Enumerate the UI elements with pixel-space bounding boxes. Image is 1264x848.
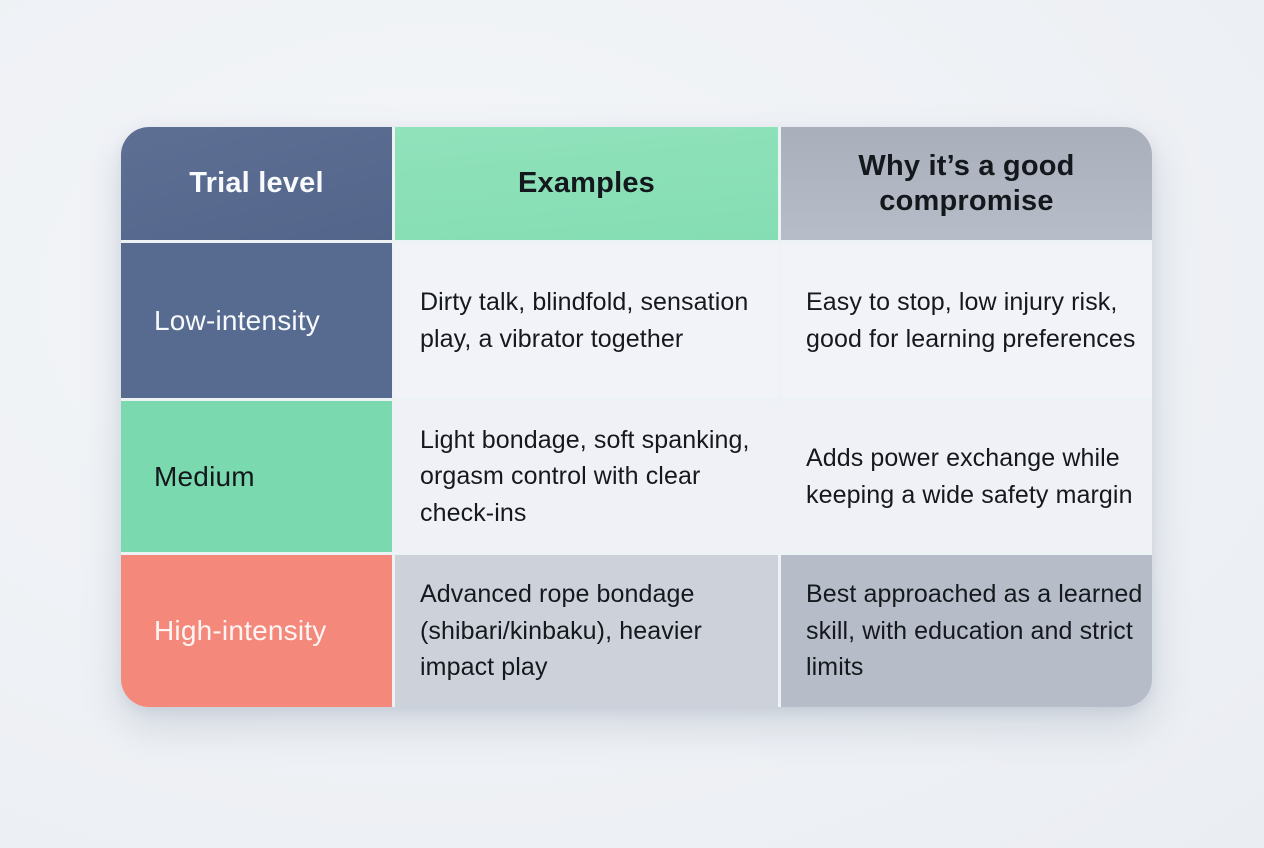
header-label-examples: Examples bbox=[517, 167, 655, 199]
header-label-why-compromise: Why it’s a good compromise bbox=[858, 149, 1075, 217]
row-low-why-text: Easy to stop, low injury risk, good for … bbox=[806, 288, 1136, 353]
row-medium-why-text: Adds power exchange while keeping a wide… bbox=[806, 444, 1133, 509]
row-low-level-label: Low-intensity bbox=[154, 304, 321, 336]
row-medium-level-cell: Medium bbox=[121, 401, 392, 552]
header-cell-trial-level: Trial level bbox=[121, 127, 392, 240]
header-cell-examples: Examples bbox=[395, 127, 778, 240]
row-low-level-cell: Low-intensity bbox=[121, 243, 392, 398]
row-medium-level-label: Medium bbox=[154, 460, 255, 492]
row-high-examples-cell: Advanced rope bondage (shibari/kinbaku),… bbox=[395, 555, 778, 707]
row-high-examples-text: Advanced rope bondage (shibari/kinbaku),… bbox=[420, 580, 702, 682]
row-low-examples-text: Dirty talk, blindfold, sensation play, a… bbox=[420, 288, 749, 353]
row-high-why-text: Best approached as a learned skill, with… bbox=[806, 580, 1143, 682]
row-high-level-cell: High-intensity bbox=[121, 555, 392, 707]
header-cell-why-compromise: Why it’s a good compromise bbox=[781, 127, 1152, 240]
row-low-why-cell: Easy to stop, low injury risk, good for … bbox=[781, 243, 1152, 398]
trial-level-comparison-table: Trial level Examples Why it’s a good com… bbox=[121, 127, 1152, 707]
row-high-level-label: High-intensity bbox=[154, 615, 327, 646]
row-medium-examples-cell: Light bondage, soft spanking, orgasm con… bbox=[395, 401, 778, 552]
header-label-trial-level: Trial level bbox=[189, 167, 324, 199]
row-high-why-cell: Best approached as a learned skill, with… bbox=[781, 555, 1152, 707]
row-low-examples-cell: Dirty talk, blindfold, sensation play, a… bbox=[395, 243, 778, 398]
row-medium-examples-text: Light bondage, soft spanking, orgasm con… bbox=[420, 425, 750, 527]
row-medium-why-cell: Adds power exchange while keeping a wide… bbox=[781, 401, 1152, 552]
